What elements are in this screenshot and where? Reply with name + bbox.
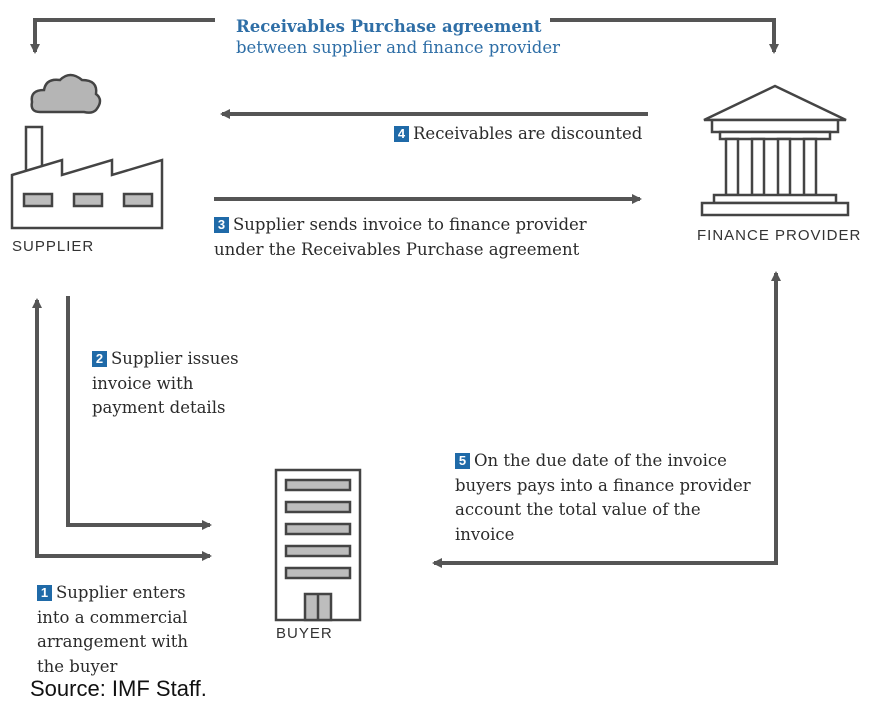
- bank-icon: [700, 84, 850, 217]
- factory-icon: [10, 125, 164, 230]
- buyer-label: BUYER: [276, 625, 333, 642]
- agreement-header: Receivables Purchase agreement between s…: [236, 17, 560, 57]
- step-1-line-1: Supplier enters: [56, 583, 186, 602]
- arrow-step-5: [436, 271, 781, 565]
- agreement-subtitle: between supplier and finance provider: [236, 38, 560, 57]
- step-5-line-1: On the due date of the invoice: [474, 451, 727, 470]
- arrow-step-2: [66, 296, 212, 530]
- step-1-line-3: arrangement with: [37, 632, 188, 651]
- step-3-number: 3: [214, 217, 229, 233]
- step-1-line-2: into a commercial: [37, 607, 188, 627]
- step-3-line-2: under the Receivables Purchase agreement: [214, 239, 580, 259]
- cloud-icon: [30, 73, 102, 114]
- step-5-line-4: invoice: [455, 524, 515, 544]
- step-1-number: 1: [37, 585, 52, 601]
- step-3-line-1: Supplier sends invoice to finance provid…: [233, 215, 587, 234]
- step-5-line-3: account the total value of the: [455, 500, 701, 519]
- agreement-arrows: [30, 18, 779, 54]
- step-1-line-4: the buyer: [37, 656, 118, 676]
- step-2-line-3: payment details: [92, 398, 226, 417]
- agreement-title: Receivables Purchase agreement: [236, 17, 542, 36]
- finance-provider-label: FINANCE PROVIDER: [697, 227, 862, 244]
- step-2-number: 2: [92, 351, 107, 367]
- step-5-line-2: buyers pays into a finance provider: [455, 475, 751, 495]
- source-note: Source: IMF Staff.: [30, 676, 207, 701]
- step-2-line-2: invoice with: [92, 373, 194, 393]
- step-4-number: 4: [394, 126, 409, 142]
- step-4-line-1: Receivables are discounted: [413, 124, 643, 143]
- step-2-line-1: Supplier issues: [111, 349, 239, 368]
- arrow-step-1: [32, 298, 210, 558]
- office-building-icon: [274, 468, 362, 622]
- supplier-label: SUPPLIER: [12, 238, 95, 255]
- step-5-number: 5: [455, 453, 470, 469]
